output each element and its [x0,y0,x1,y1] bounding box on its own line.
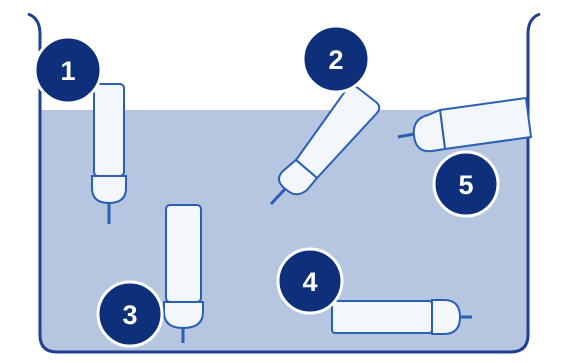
badge-label: 4 [302,267,317,297]
badge-label: 1 [60,56,75,86]
test-tube-4 [331,299,472,335]
test-tube-5 [397,96,533,153]
badge-2: 2 [301,24,371,94]
badge-5: 5 [432,150,500,218]
water-body [40,110,528,352]
test-tube-3 [163,204,204,343]
test-tube-2 [269,85,381,206]
badge-3: 3 [96,280,164,348]
badge-label: 3 [122,300,137,330]
test-tube-1 [91,83,127,224]
container-outline [27,12,541,354]
badge-4: 4 [276,247,344,315]
badge-label: 2 [328,45,343,75]
badge-1: 1 [33,35,103,105]
badge-label: 5 [458,170,473,200]
